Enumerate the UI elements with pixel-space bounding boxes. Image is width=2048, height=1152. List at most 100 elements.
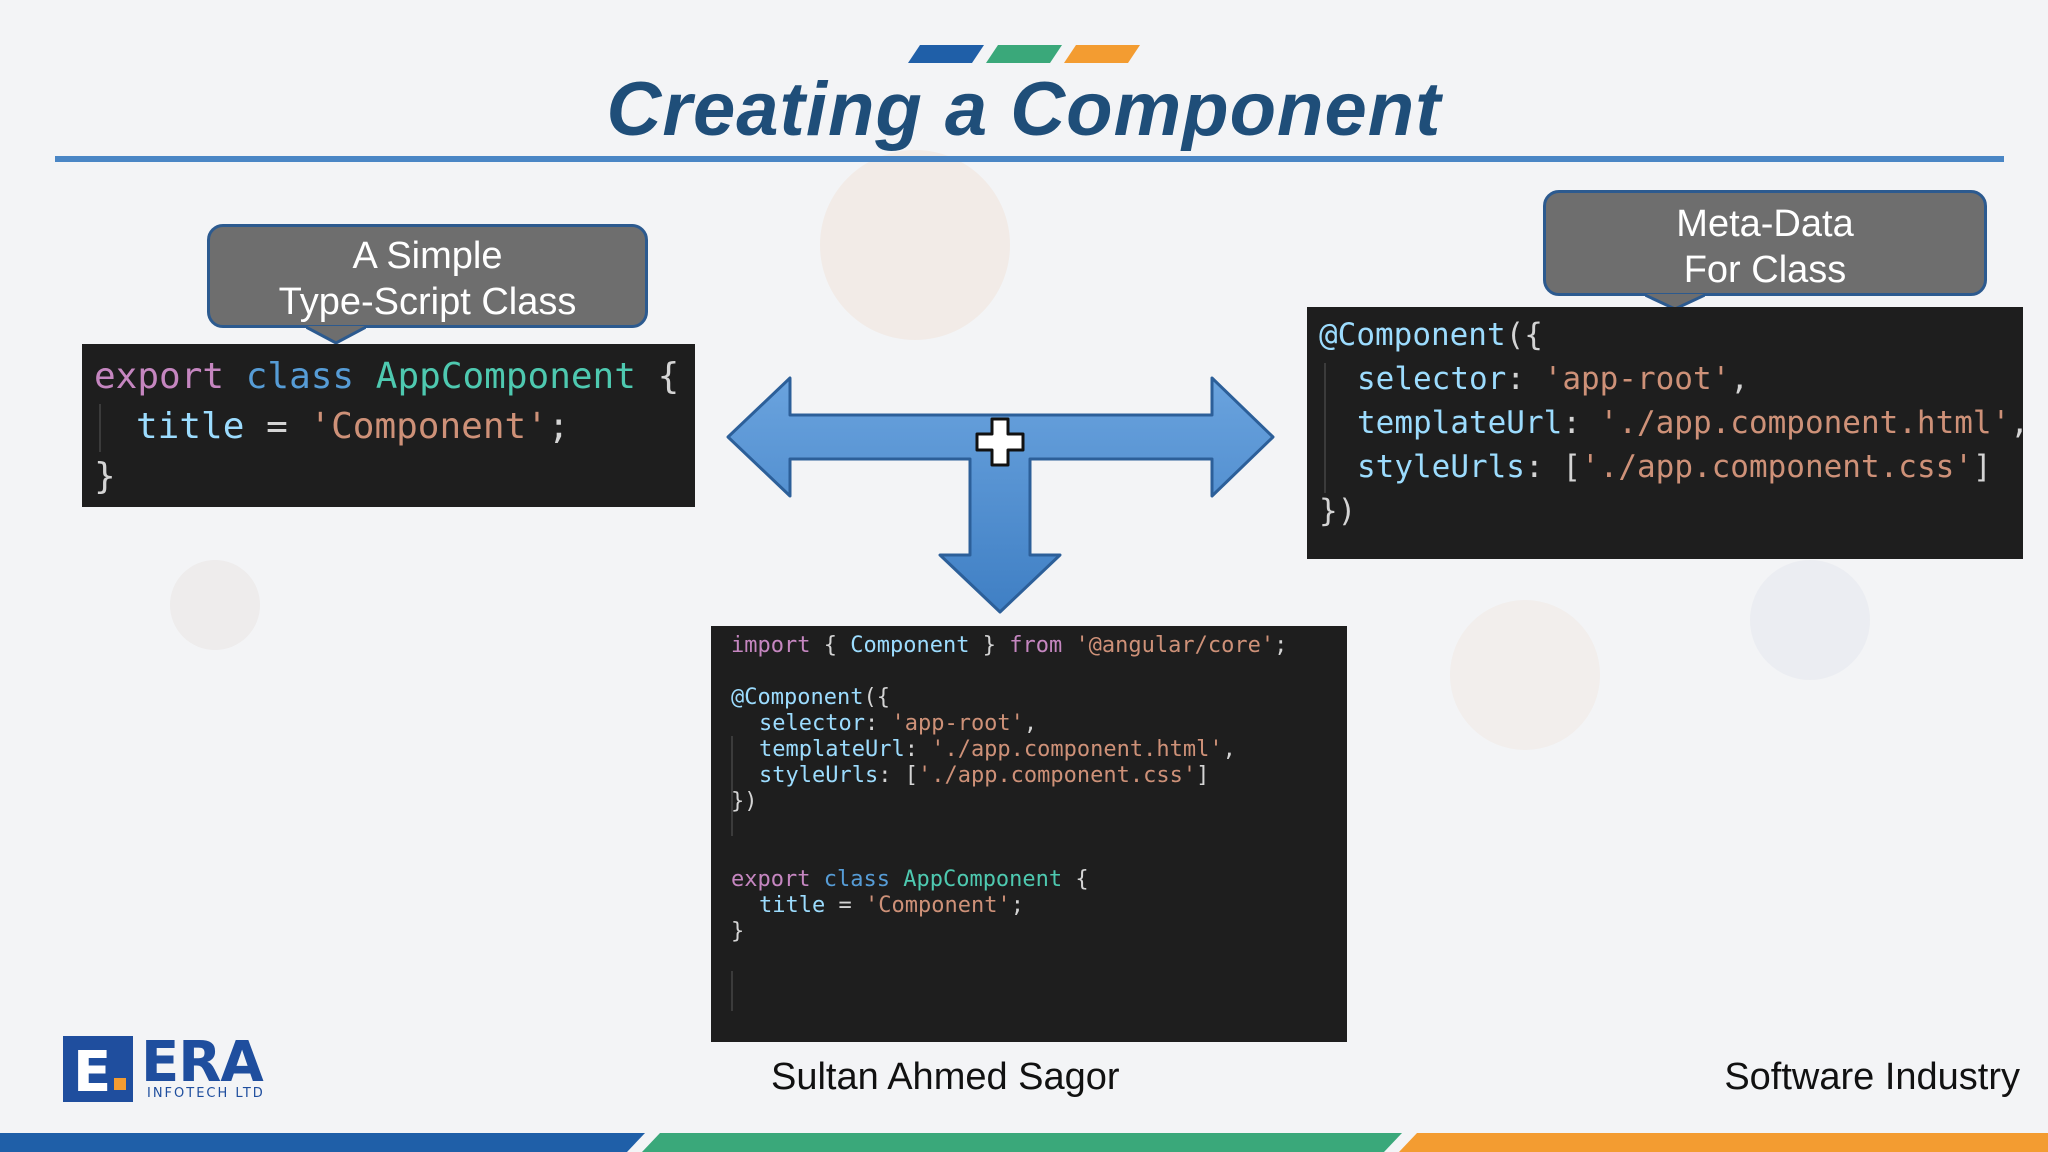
- code-token: 'Component': [309, 406, 548, 447]
- era-logo: E ERA INFOTECH LTD: [63, 1030, 273, 1105]
- code-line: title = 'Component';: [759, 893, 1024, 918]
- code-token: Component: [850, 633, 970, 658]
- background-decoration: [1750, 560, 1870, 680]
- slide-title: Creating a Component: [606, 67, 1442, 152]
- code-token: :: [864, 711, 879, 736]
- code-token: =: [838, 893, 852, 918]
- code-token: ;: [1010, 893, 1024, 918]
- indent-guide: [731, 971, 733, 1011]
- code-token: import: [731, 633, 811, 658]
- code-token: class: [245, 356, 355, 397]
- code-token: {: [657, 356, 680, 397]
- code-line: selector: 'app-root',: [1357, 361, 1749, 397]
- code-token: }: [94, 456, 116, 497]
- code-token: './app.component.html': [931, 737, 1223, 762]
- code-line: export class AppComponent {: [731, 867, 1089, 892]
- industry-label: Software Industry: [1724, 1056, 2020, 1098]
- code-token: AppComponent: [375, 356, 636, 397]
- code-line: templateUrl: './app.component.html',: [1357, 405, 2029, 441]
- callout-typescript-class: A Simple Type-Script Class: [207, 224, 648, 328]
- code-token: }: [731, 919, 745, 944]
- callout-line-2: For Class: [1683, 249, 1847, 291]
- code-token: {: [823, 633, 837, 658]
- callout-line-2: Type-Script Class: [278, 281, 577, 323]
- code-token: templateUrl: [1357, 405, 1563, 441]
- plus-icon: [975, 417, 1025, 467]
- code-token: './app.component.css': [917, 763, 1197, 788]
- title-rule: [55, 156, 2004, 162]
- code-token: :: [1524, 449, 1544, 485]
- logo-subtitle: INFOTECH LTD: [147, 1086, 265, 1101]
- code-line: export class AppComponent {: [94, 356, 679, 397]
- code-token: ;: [1274, 633, 1288, 658]
- background-decoration: [170, 560, 260, 650]
- logo-mark: E: [63, 1036, 133, 1105]
- code-line: title = 'Component';: [136, 406, 570, 447]
- logo-name: ERA: [141, 1030, 264, 1095]
- code-token: [: [904, 763, 918, 788]
- code-token: =: [266, 406, 288, 447]
- background-decoration: [1450, 600, 1600, 750]
- indent-guide: [731, 736, 733, 836]
- code-token: }): [1319, 493, 1357, 529]
- indent-guide: [1324, 363, 1326, 493]
- code-token: '@angular/core': [1075, 633, 1275, 658]
- title-dashes: [908, 45, 1140, 63]
- code-token: './app.component.css': [1581, 449, 1973, 485]
- code-token: export: [731, 867, 811, 892]
- code-line: import { Component } from '@angular/core…: [731, 633, 1287, 658]
- callout-metadata: Meta-Data For Class: [1543, 190, 1987, 296]
- callout-line-1: Meta-Data: [1676, 203, 1854, 245]
- code-line: }: [731, 919, 744, 944]
- code-line: templateUrl: './app.component.html',: [759, 737, 1236, 762]
- code-panel-metadata: @Component({ selector: 'app-root', templ…: [1307, 307, 2029, 559]
- code-token: 'Component': [864, 893, 1011, 918]
- code-token: ,: [1730, 361, 1749, 397]
- code-token: ]: [1972, 449, 1992, 485]
- code-token: title: [136, 406, 245, 447]
- code-token: './app.component.html': [1599, 405, 2011, 441]
- code-line: selector: 'app-root',: [759, 711, 1037, 736]
- code-token: ({: [863, 685, 890, 710]
- code-line: }: [94, 456, 116, 497]
- code-line: @Component({: [1319, 317, 1543, 353]
- code-token: selector: [759, 711, 865, 736]
- code-token: @Component: [1319, 317, 1506, 353]
- code-token: :: [878, 763, 892, 788]
- code-token: :: [904, 737, 918, 762]
- indent-guide: [99, 404, 101, 452]
- code-token: from: [1009, 633, 1063, 658]
- code-token: ,: [1222, 737, 1236, 762]
- code-line: }): [731, 789, 758, 814]
- code-token: {: [1075, 867, 1089, 892]
- author-name: Sultan Ahmed Sagor: [771, 1056, 1120, 1098]
- code-token: ,: [2010, 405, 2029, 441]
- code-token: :: [1562, 405, 1581, 441]
- code-token: ]: [1196, 763, 1210, 788]
- code-line: styleUrls: ['./app.component.css']: [759, 763, 1209, 788]
- code-line: @Component({: [731, 685, 890, 710]
- code-token: [: [1562, 449, 1581, 485]
- code-line: }): [1319, 493, 1356, 529]
- code-token: 'app-root': [891, 711, 1024, 736]
- code-token: }): [731, 789, 758, 814]
- logo-mark-letter: E: [73, 1040, 112, 1105]
- code-token: selector: [1357, 361, 1507, 397]
- footer-color-bar: [0, 1133, 2048, 1152]
- callout-line-1: A Simple: [352, 235, 503, 277]
- code-panel-full-component: import { Component } from '@angular/core…: [711, 626, 1347, 1042]
- callout-pointer: [306, 326, 366, 344]
- code-token: AppComponent: [903, 867, 1063, 892]
- code-token: templateUrl: [759, 737, 905, 762]
- background-decoration: [820, 150, 1010, 340]
- code-token: @Component: [731, 685, 864, 710]
- code-line: styleUrls: ['./app.component.css']: [1357, 449, 1992, 485]
- code-panel-class: export class AppComponent { title = 'Com…: [82, 344, 695, 507]
- code-token: styleUrls: [759, 763, 879, 788]
- code-token: title: [759, 893, 826, 918]
- code-token: :: [1506, 361, 1525, 397]
- code-token: export: [94, 356, 225, 397]
- code-token: class: [823, 867, 890, 892]
- code-token: ,: [1023, 711, 1038, 736]
- code-token: 'app-root': [1543, 361, 1731, 397]
